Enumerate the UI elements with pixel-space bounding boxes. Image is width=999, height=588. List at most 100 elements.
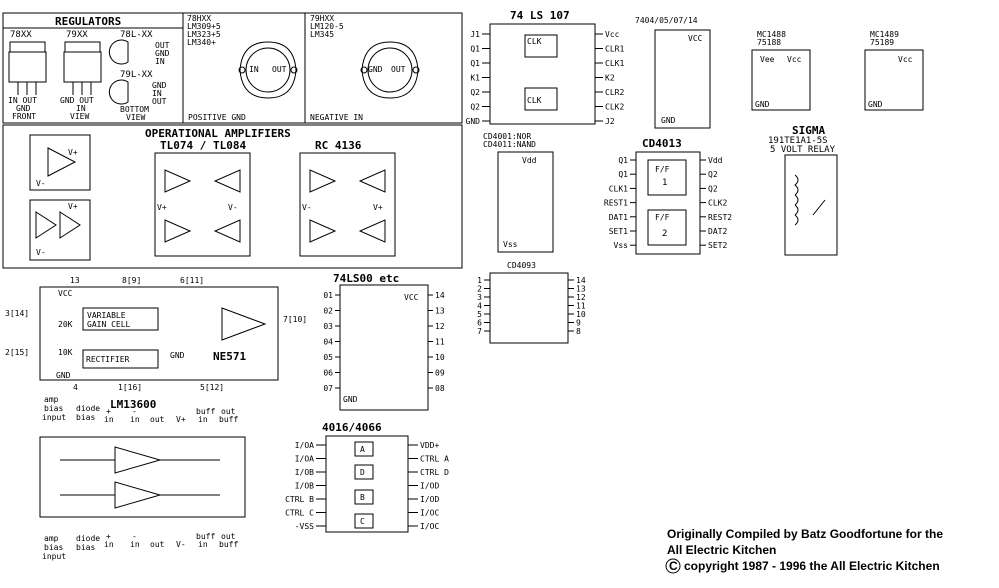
l79-in: IN [152, 89, 162, 98]
ne571-p4: 4 [73, 383, 78, 392]
front-gnd: GND [16, 104, 31, 113]
ls107-left-label-2: Q1 [470, 59, 480, 68]
ls107-left-label-3: K1 [470, 74, 480, 83]
cd4016-sw-d: D [360, 468, 365, 477]
cd4093-chip: CD4093 [489, 261, 569, 344]
cd4013-right-label-5: DAT2 [708, 227, 727, 236]
copyright-icon [665, 558, 681, 574]
ls107-left-label-1: Q1 [470, 45, 480, 54]
part-78l: 78L-XX [120, 30, 153, 40]
cd4013-n1: 1 [662, 178, 667, 188]
cd4001-vdd: Vdd [522, 156, 537, 165]
lm-top-14: buff [219, 415, 238, 424]
lm-top-9: out [150, 415, 165, 424]
lm-top-1: bias [44, 404, 63, 413]
lm-bot-4: bias [76, 543, 95, 552]
credits-line3: copyright 1987 - 1996 the All Electric K… [684, 559, 940, 573]
cd4093-right-label-3: 11 [576, 302, 586, 311]
ne571-p8: 8[9] [122, 276, 141, 285]
ls00-right-label-3: 11 [435, 338, 445, 347]
ls00-right-label-0: 14 [435, 291, 445, 300]
opamps-panel: OPERATIONAL AMPLIFIERS V+ V- V+ V- TL074… [2, 124, 463, 269]
ls00-gnd: GND [343, 395, 358, 404]
cd4016-left-label-1: I/OA [295, 455, 314, 464]
cd4013-right-label-2: Q2 [708, 184, 718, 193]
cd4093-left-label-5: 6 [477, 319, 482, 328]
mc1489-chip: MC1489 75189 Vcc GND [864, 30, 924, 111]
ne571-gnd2: GND [56, 371, 71, 380]
cd4013-left-label-4: DAT1 [609, 213, 628, 222]
cd4016-right-label-3: I/OD [420, 482, 439, 491]
positive-label: POSITIVE GND [188, 113, 246, 122]
rc4136-vplus: V+ [373, 203, 383, 212]
mc1488-title: MC1488 [757, 30, 786, 39]
to3-pos-in: IN [249, 65, 259, 74]
inv7404-title: 7404/05/07/14 [635, 16, 698, 25]
lm-top-3: diode [76, 404, 100, 413]
cd4093-left-label-0: 1 [477, 276, 482, 285]
cd4013-left-label-5: SET1 [609, 227, 628, 236]
cd4016-right-label-2: CTRL D [420, 468, 449, 477]
front-pins: IN OUT [8, 96, 37, 105]
lm-bot-6: in [104, 540, 114, 549]
lm-top-8: in [130, 415, 140, 424]
ne571-p6: 6[11] [180, 276, 204, 285]
dual-vminus: V- [36, 248, 46, 257]
cd4013-right-label-6: SET2 [708, 241, 727, 250]
cd4013-chip: CD4013 F/F 1 F/F 2 [635, 137, 701, 255]
ne571-cell1: VARIABLE [87, 311, 126, 320]
mc1488-chip: MC1488 75188 Vee Vcc GND [751, 30, 811, 111]
lm-bot-11: buff [196, 532, 215, 541]
mc1488-vee: Vee [760, 55, 775, 64]
cd4093-right-label-2: 12 [576, 293, 586, 302]
cd4016-chip: 4016/4066 A D B C [322, 421, 409, 533]
ne571-p2: 2[15] [5, 348, 29, 357]
ls107-right-label-0: Vcc [605, 30, 620, 39]
lm-bot-2: input [42, 552, 66, 561]
cd4013-left-label-2: CLK1 [609, 184, 628, 193]
ls107-right-label-5: CLK2 [605, 103, 624, 112]
ne571-gnd: GND [170, 351, 185, 360]
inv7404-chip: 7404/05/07/14 VCC GND [635, 16, 711, 129]
tl074-title: TL074 / TL084 [160, 139, 246, 152]
rc4136-title: RC 4136 [315, 139, 362, 152]
mc1489-vcc: Vcc [898, 55, 913, 64]
ls00-left-label-1: 02 [323, 307, 333, 316]
pos-part-2: LM323+5 [187, 30, 221, 39]
cd4093-left-label-4: 5 [477, 310, 482, 319]
neg-part-2: LM345 [310, 30, 334, 39]
neg-part-0: 79HXX [310, 14, 334, 23]
lm-bot-0: amp [44, 534, 59, 543]
lm-top-4: bias [76, 413, 95, 422]
cd4016-title: 4016/4066 [322, 421, 382, 434]
cd4013-right-label-0: Vdd [708, 156, 723, 165]
negative-label: NEGATIVE IN [310, 113, 363, 122]
cd4013-left-label-0: Q1 [618, 156, 628, 165]
ne571-p13: 13 [70, 276, 80, 285]
p79-view: VIEW [70, 112, 89, 121]
copyright-letter: C [669, 559, 678, 573]
inv7404-vcc: VCC [688, 34, 703, 43]
cd4093-title: CD4093 [507, 261, 536, 270]
ls00-right-label-6: 08 [435, 384, 445, 393]
part-79l: 79L-XX [120, 70, 153, 80]
lm-bot-12: in [198, 540, 208, 549]
cd4016-sw-c: C [360, 517, 365, 526]
ne571-p1: 1[16] [118, 383, 142, 392]
ls00-left-label-3: 04 [323, 338, 333, 347]
mc1488-vcc: Vcc [787, 55, 802, 64]
lm-bot-14: buff [219, 540, 238, 549]
relay-line3: 5 VOLT RELAY [770, 145, 836, 155]
tl074-vminus: V- [228, 203, 238, 212]
cd4016-right-label-6: I/OC [420, 522, 439, 531]
ls107-left-label-6: GND [466, 117, 481, 126]
ls107-right-label-6: J2 [605, 117, 615, 126]
cd4013-right-label-1: Q2 [708, 170, 718, 179]
regulators-panel: REGULATORS 78XX IN OUT GND FRONT 79XX GN… [2, 12, 463, 124]
view-label: VIEW [126, 113, 145, 122]
cd4016-left-label-6: -VSS [295, 522, 314, 531]
inv7404-gnd: GND [661, 116, 676, 125]
cd4001-line1: CD4001:NOR [483, 132, 531, 141]
ls00-left-label-6: 07 [323, 384, 333, 393]
